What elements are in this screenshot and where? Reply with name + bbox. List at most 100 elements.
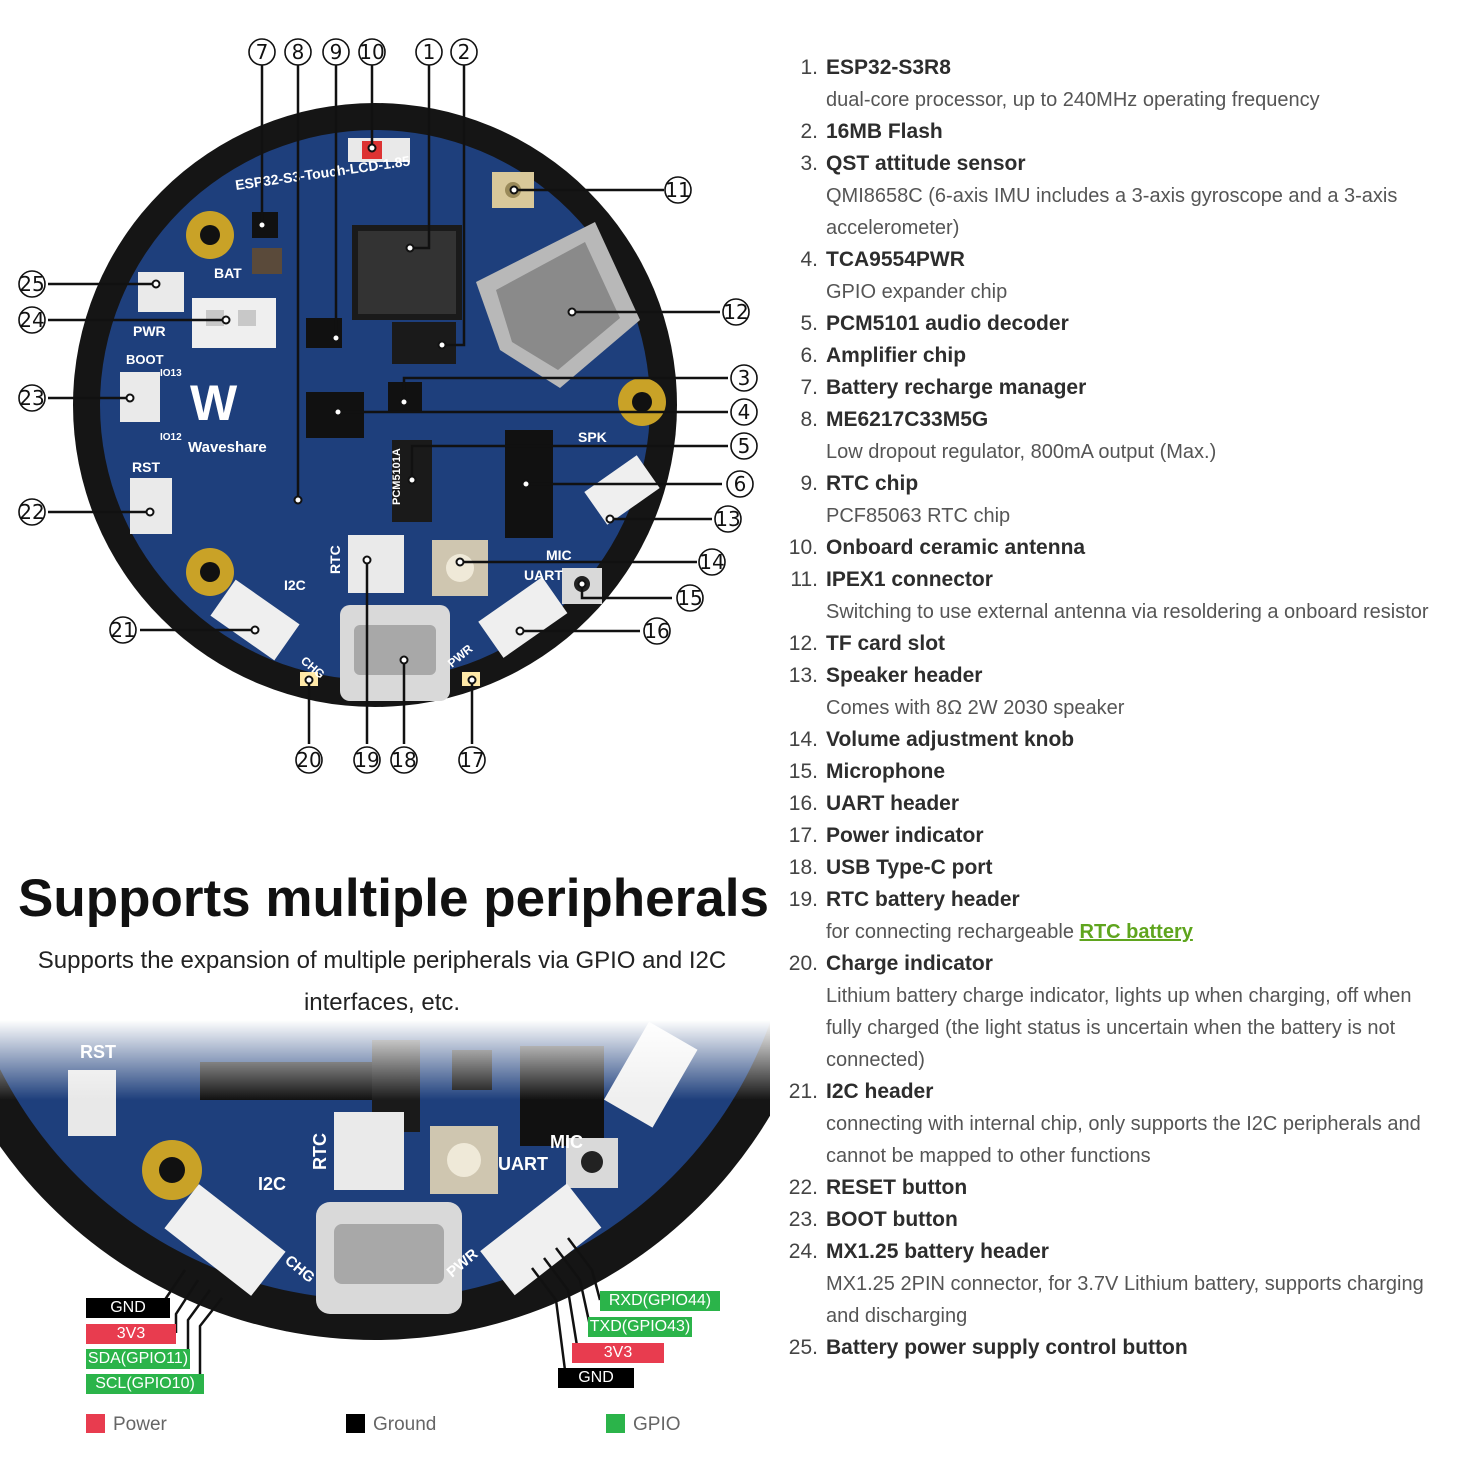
callout-marker: 19 — [353, 746, 381, 774]
mounting-hole — [186, 211, 234, 259]
callout-number: 7 — [256, 40, 269, 64]
svg-text:MIC: MIC — [550, 1132, 583, 1152]
component-item: 6.Amplifier chip — [786, 340, 1466, 372]
svg-text:IO12: IO12 — [160, 432, 182, 443]
rtc-battery-link[interactable]: RTC battery — [1079, 921, 1193, 943]
component-number: 7. — [800, 376, 818, 399]
component-description: Comes with 8Ω 2W 2030 speaker — [826, 697, 1125, 719]
callout-marker: 13 — [714, 505, 742, 533]
callout-marker: 1 — [415, 38, 443, 66]
callout-marker: 3 — [730, 364, 758, 392]
svg-text:UART: UART — [524, 567, 563, 583]
component-title: RTC chip — [826, 472, 919, 495]
svg-text:I2C: I2C — [258, 1174, 286, 1194]
callout-number: 25 — [19, 272, 44, 296]
waveshare-logo: W — [190, 375, 238, 431]
callout-marker: 22 — [18, 498, 46, 526]
component-item: 25. Battery power supply control button — [786, 1332, 1466, 1364]
component-number: 14. — [788, 728, 818, 751]
callout-marker: 4 — [730, 398, 758, 426]
rtc-battery-header-zoom — [334, 1112, 404, 1190]
component-item: 17.Power indicator — [786, 820, 1466, 852]
callout-number: 17 — [459, 748, 484, 772]
callout-number: 23 — [19, 386, 44, 410]
callout-number: 10 — [359, 40, 384, 64]
component-number: 13. — [788, 664, 818, 687]
callout-number: 18 — [391, 748, 416, 772]
component-title: ESP32-S3R8 — [826, 56, 951, 79]
svg-text:PWR: PWR — [133, 323, 166, 339]
flash-chip — [392, 322, 456, 364]
component-number: 21. — [788, 1080, 818, 1103]
pin-label: SDA(GPIO11) — [86, 1349, 190, 1369]
component-item: 16.UART header — [786, 788, 1466, 820]
callout-number: 4 — [738, 400, 751, 424]
component-description: MX1.25 2PIN connector, for 3.7V Lithium … — [826, 1273, 1424, 1295]
section-heading: Supports multiple peripherals — [18, 869, 769, 928]
component-title: PCM5101 audio decoder — [826, 312, 1069, 335]
svg-text:PCM5101A: PCM5101A — [391, 448, 403, 505]
pin-label: GND — [86, 1298, 170, 1318]
component-number: 16. — [788, 792, 818, 815]
uart-header — [478, 577, 568, 658]
pin-label: GND — [558, 1368, 634, 1388]
callout-marker: 17 — [458, 746, 486, 774]
component-number: 2. — [800, 120, 818, 143]
leader-lines — [48, 65, 728, 744]
component-number: 1. — [800, 56, 818, 79]
component-title: Amplifier chip — [826, 344, 967, 367]
callout-number: 12 — [723, 300, 748, 324]
svg-text:SPK: SPK — [578, 429, 607, 445]
component-title: RESET button — [826, 1176, 968, 1199]
svg-text:I2C: I2C — [284, 577, 306, 593]
callout-number: 24 — [19, 308, 44, 332]
component-item: 14.Volume adjustment knob — [786, 724, 1466, 756]
component-number: 18. — [788, 856, 818, 879]
callout-marker: 7 — [248, 38, 276, 66]
component-item: 12.TF card slot — [786, 628, 1466, 660]
callout-number: 14 — [699, 550, 724, 574]
callout-number: 13 — [715, 507, 740, 531]
svg-text:MIC: MIC — [546, 547, 572, 563]
svg-text:Waveshare: Waveshare — [188, 439, 267, 456]
callout-number: 9 — [330, 40, 343, 64]
callout-number: 5 — [738, 434, 751, 458]
component-number: 17. — [788, 824, 818, 847]
callout-marker: 16 — [643, 617, 671, 645]
battery-header — [192, 298, 276, 348]
component-number: 25. — [788, 1336, 818, 1359]
pin-label: TXD(GPIO43) — [588, 1317, 692, 1337]
pin-label: RXD(GPIO44) — [600, 1291, 720, 1311]
callout-marker: 15 — [676, 584, 704, 612]
component-description: Switching to use external antenna via re… — [826, 601, 1429, 623]
component-description: Lithium battery charge indicator, lights… — [826, 985, 1412, 1007]
callout-marker: 24 — [18, 306, 46, 334]
component-description: connected) — [826, 1049, 925, 1071]
svg-text:BAT: BAT — [214, 265, 242, 281]
callout-marker: 20 — [295, 746, 323, 774]
component-title: MX1.25 battery header — [826, 1240, 1049, 1263]
callout-number: 16 — [644, 619, 669, 643]
component-number: 11. — [790, 568, 818, 591]
callout-number: 21 — [110, 618, 135, 642]
component-title: Battery power supply control button — [826, 1336, 1188, 1359]
i2c-header — [210, 579, 300, 661]
i2c-header-zoom — [164, 1184, 286, 1296]
callout-number: 15 — [677, 586, 702, 610]
component-title: ME6217C33M5G — [826, 408, 989, 431]
component-description: and discharging — [826, 1305, 968, 1327]
svg-text:RTC: RTC — [310, 1133, 330, 1170]
callout-number: 11 — [665, 178, 690, 202]
component-description: GPIO expander chip — [826, 281, 1008, 303]
component-item: 15.Microphone — [786, 756, 1466, 788]
